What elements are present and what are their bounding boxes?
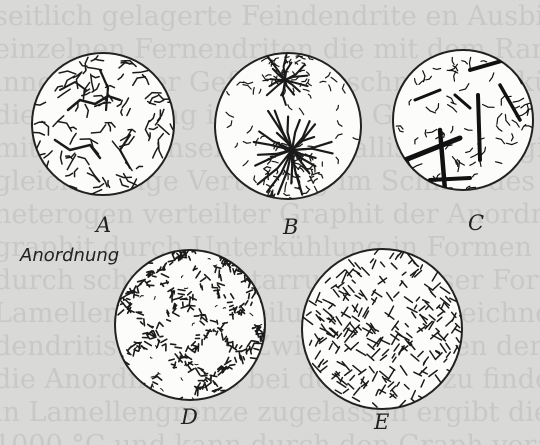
micrograph-A (32, 53, 184, 195)
micrograph-C (393, 50, 533, 192)
micrograph-E (302, 247, 464, 413)
label-D: D (181, 405, 198, 429)
micrograph-B (215, 45, 361, 201)
label-anordnung: Anordnung (20, 245, 119, 266)
micrograph-D (115, 238, 276, 411)
label-C: C (468, 211, 484, 235)
label-E: E (374, 410, 389, 434)
label-A: A (96, 213, 111, 237)
label-B: B (283, 215, 298, 239)
